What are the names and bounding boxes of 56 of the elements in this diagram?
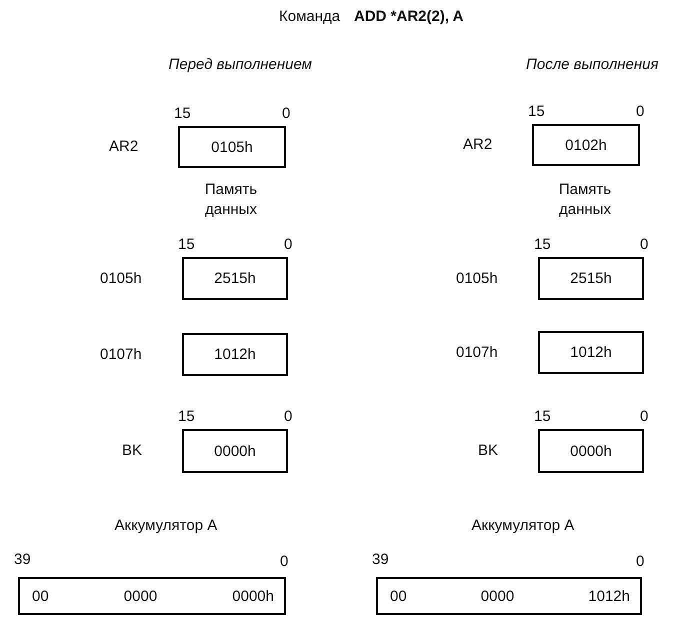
register-label: 0105h xyxy=(100,270,142,288)
bit-number: 15 xyxy=(178,408,195,426)
register-label: BK xyxy=(122,442,142,460)
register-value: 0000h xyxy=(232,588,274,604)
bit-number: 0 xyxy=(282,105,290,123)
register-label: 0107h xyxy=(100,346,142,364)
bit-number: 0 xyxy=(284,408,292,426)
bit-number: 15 xyxy=(534,236,551,254)
accumulator-register xyxy=(18,577,286,615)
bit-number: 0 xyxy=(280,553,288,571)
register-value: 1012h xyxy=(570,344,612,361)
accumulator-register xyxy=(376,577,642,615)
register-value: 0000h xyxy=(570,442,612,460)
memory-caption: Память данных xyxy=(558,180,612,220)
bit-number: 0 xyxy=(284,236,292,254)
register-box xyxy=(538,331,644,374)
register-value: 0102h xyxy=(565,136,607,154)
register-value: 2515h xyxy=(570,270,612,287)
register-value: 2515h xyxy=(214,270,256,287)
bit-number: 0 xyxy=(640,236,648,254)
title: Команда xyxy=(279,8,340,26)
register-box xyxy=(182,257,288,300)
register-value: 0105h xyxy=(211,138,253,156)
bit-number: 15 xyxy=(534,408,551,426)
register-box xyxy=(182,429,288,473)
register-label: AR2 xyxy=(463,136,492,154)
register-box xyxy=(532,124,640,166)
bit-number: 15 xyxy=(178,236,195,254)
register-value: 1012h xyxy=(214,346,256,363)
register-value: 00 xyxy=(32,588,49,604)
bit-number: 0 xyxy=(636,103,644,121)
register-label: 0105h xyxy=(456,270,498,288)
register-box xyxy=(538,257,644,300)
bit-number: 39 xyxy=(14,551,31,569)
command-text: ADD *AR2(2), A xyxy=(354,8,464,26)
register-value: 00 xyxy=(390,588,407,604)
bit-number: 39 xyxy=(372,551,389,569)
bit-number: 15 xyxy=(174,105,191,123)
register-box xyxy=(182,333,288,376)
register-label: AR2 xyxy=(109,138,138,156)
register-value: 0000 xyxy=(480,588,514,604)
register-heading: Аккумулятор A xyxy=(114,517,218,535)
register-label: 0107h xyxy=(456,344,498,362)
register-label: BK xyxy=(478,442,498,460)
register-heading: Аккумулятор A xyxy=(472,517,574,535)
register-value: 0000h xyxy=(214,442,256,460)
bit-number: 0 xyxy=(636,553,644,571)
section-heading: Перед выполнением xyxy=(168,56,312,74)
memory-caption: Память данных xyxy=(204,180,258,220)
bit-number: 15 xyxy=(528,103,545,121)
register-box xyxy=(538,429,644,473)
section-heading: После выполнения xyxy=(526,56,658,74)
register-value: 1012h xyxy=(588,588,630,604)
register-value: 0000 xyxy=(124,588,158,604)
register-box xyxy=(178,126,286,168)
bit-number: 0 xyxy=(640,408,648,426)
